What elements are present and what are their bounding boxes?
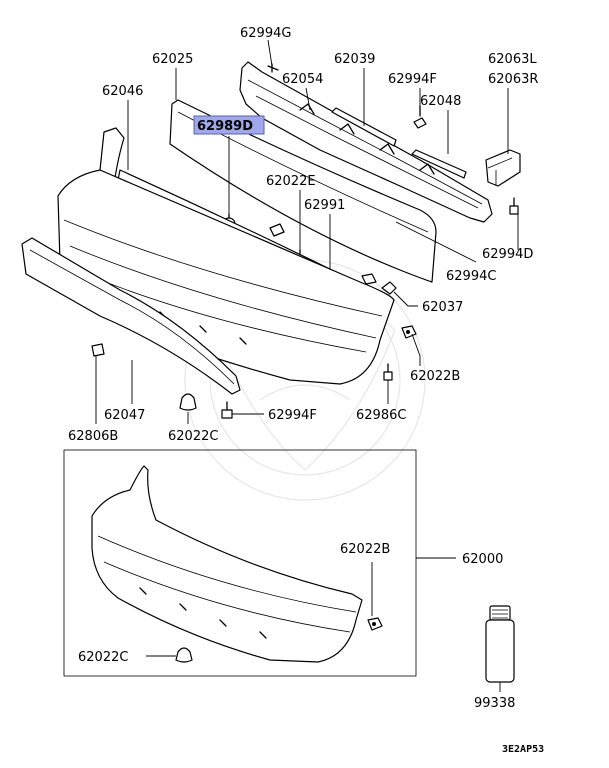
clip-62022C-top [179,393,197,411]
clip-62022B-box [367,617,383,631]
reinforcement-beam-62039 [239,61,493,223]
label-62991[interactable]: 62991 [304,198,345,213]
label-62806B[interactable]: 62806B [68,429,118,444]
label-62039[interactable]: 62039 [334,52,375,67]
part-labels: 62994G 62025 62039 62063L 62063R 62046 6… [68,26,538,711]
label-62063L[interactable]: 62063L [488,52,537,67]
label-62022B-top[interactable]: 62022B [410,369,460,384]
label-62022C-box[interactable]: 62022C [78,650,128,665]
label-62994C[interactable]: 62994C [446,269,496,284]
clip-62022C-box [175,647,193,663]
clip-62022B-top [401,325,417,339]
clip-62994G [267,63,279,73]
clip-62986C [383,363,393,381]
diagram-code: 3E2AP53 [502,744,544,755]
label-62986C[interactable]: 62986C [356,408,406,423]
label-62022E[interactable]: 62022E [266,174,316,189]
absorber-62025 [169,99,437,283]
bumper-assembly-62000 [91,465,363,663]
leader-lines [95,39,519,424]
label-62025[interactable]: 62025 [152,52,193,67]
label-62022B-box[interactable]: 62022B [340,542,390,557]
assembly-box-62000 [63,449,417,677]
label-62046[interactable]: 62046 [102,84,143,99]
label-62000[interactable]: 62000 [462,552,503,567]
bracket-62063 [485,149,521,187]
clip-62994F-top [413,105,427,129]
label-62022C-top[interactable]: 62022C [168,429,218,444]
clip-62994D [509,197,519,215]
nut-62806B [91,343,105,357]
label-62047[interactable]: 62047 [104,408,145,423]
label-62994F-bottom[interactable]: 62994F [268,408,317,423]
bracket-62037 [381,281,397,295]
label-62989D-highlight [193,115,265,135]
label-62994G[interactable]: 62994G [240,26,291,41]
label-62989D[interactable]: 62989D [197,119,253,134]
label-62994D[interactable]: 62994D [482,247,533,262]
clip-62994F-bottom [221,401,233,419]
label-62037[interactable]: 62037 [422,300,463,315]
label-99338[interactable]: 99338 [474,696,515,711]
label-62048[interactable]: 62048 [420,94,461,109]
touch-up-bottle-99338 [485,605,515,692]
label-62054[interactable]: 62054 [282,72,323,87]
label-62994F-top[interactable]: 62994F [388,72,437,87]
strip-62054 [331,107,397,147]
strip-62048 [411,149,467,179]
lower-moulding-62047 [21,237,241,395]
label-62063R[interactable]: 62063R [488,72,538,87]
